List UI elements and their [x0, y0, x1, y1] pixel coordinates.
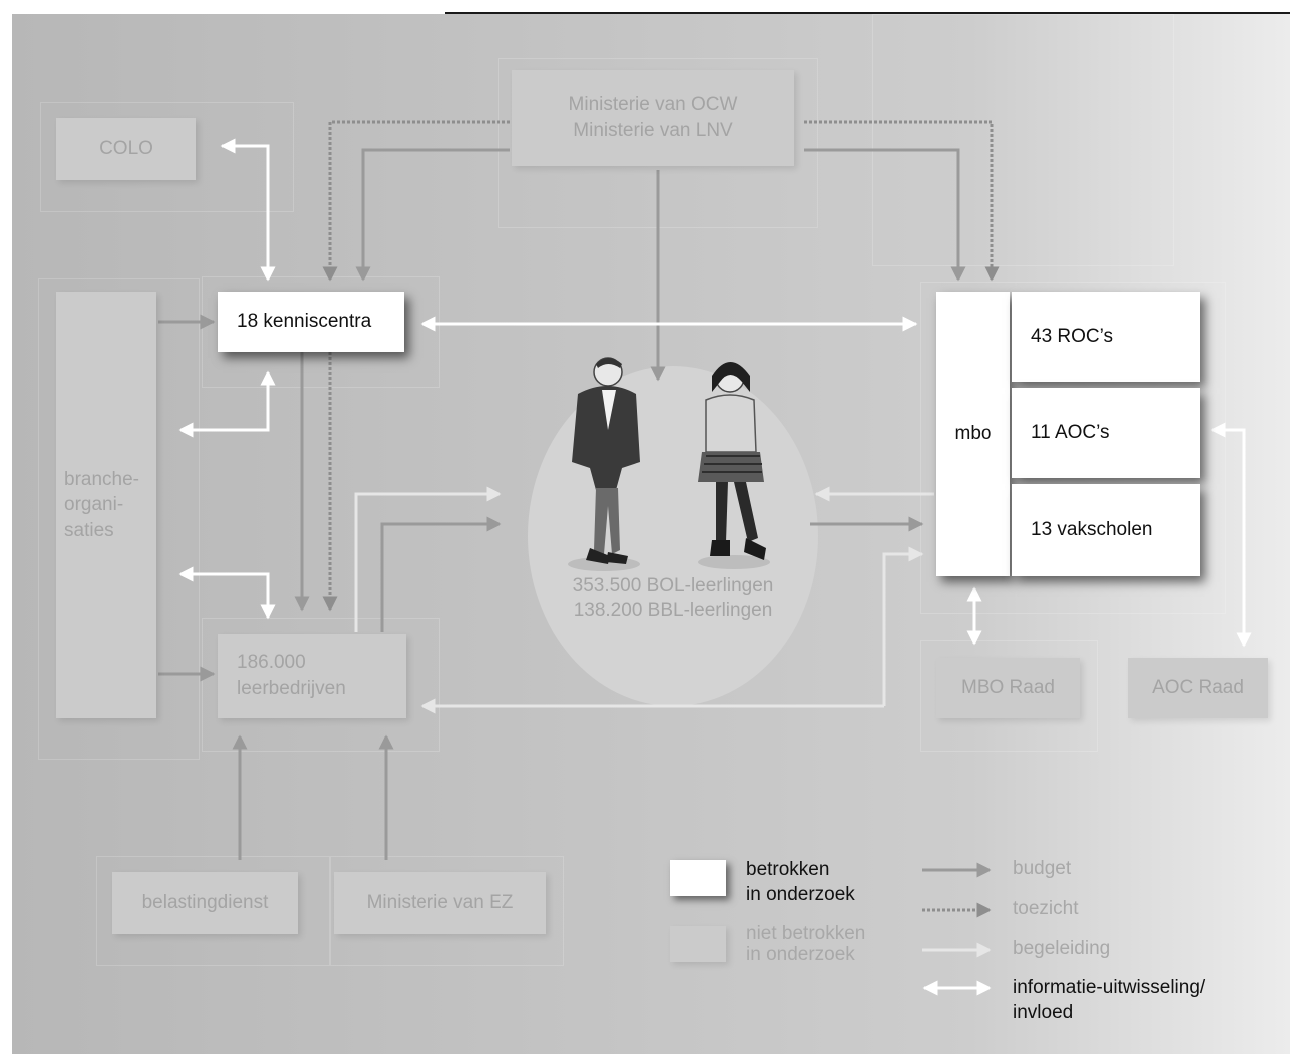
student-figure-female — [698, 362, 770, 569]
student-figure-male — [568, 357, 640, 571]
arrow-beg-lb-students — [354, 486, 502, 632]
legend-label-involved: betrokken in onderzoek — [746, 858, 855, 907]
node-vakscholen: 13 vakscholen — [1012, 484, 1200, 576]
ghost-frame — [96, 856, 330, 966]
arrow-toezicht-ministry-kc — [322, 120, 510, 282]
node-roc-label: 43 ROC’s — [1031, 326, 1114, 348]
node-ministerie-ez-label: Ministerie van EZ — [366, 892, 514, 914]
node-leerbedrijven-count: 186.000 — [237, 652, 306, 674]
legend-not-involved-line-2: in onderzoek — [746, 943, 855, 965]
diagram-canvas: COLO Ministerie van OCW Ministerie van L… — [12, 14, 1290, 1054]
legend-label-not-involved: niet betrokken in onderzoek — [746, 923, 866, 966]
node-ministerie-ez: Ministerie van EZ — [334, 872, 546, 934]
node-aoc: 11 AOC’s — [1012, 388, 1200, 478]
arrow-info-branche-kc — [178, 370, 276, 438]
node-mbo-raad-label: MBO Raad — [961, 677, 1055, 699]
legend-label-info: informatie-uitwisseling/ invloed — [1013, 976, 1205, 1025]
arrow-info-colo-kc — [220, 138, 276, 282]
node-aoc-raad: AOC Raad — [1128, 658, 1268, 718]
ghost-frame — [330, 856, 564, 966]
node-mbo-raad: MBO Raad — [936, 658, 1080, 718]
arrow-toezicht-ministry-mbo — [804, 120, 1000, 282]
node-leerbedrijven: 186.000 leerbedrijven — [218, 634, 406, 718]
legend-swatch-not-involved — [670, 926, 726, 962]
legend-swatch-involved — [670, 860, 726, 896]
node-mbo: mbo — [936, 292, 1010, 576]
node-vakscholen-label: 13 vakscholen — [1031, 519, 1153, 541]
node-branche-label-3: saties — [64, 519, 114, 541]
node-kenniscentra-label: 18 kenniscentra — [237, 311, 372, 333]
node-mbo-label: mbo — [954, 423, 992, 445]
legend-label-toezicht: toezicht — [1013, 898, 1079, 919]
legend-info-line-2: invloed — [1013, 1001, 1074, 1023]
node-belastingdienst-label: belastingdienst — [141, 892, 269, 914]
ghost-frame — [872, 14, 1174, 266]
ghost-frame — [920, 640, 1098, 752]
students-counts: 353.500 BOL-leerlingen 138.200 BBL-leerl… — [532, 574, 814, 623]
legend-not-involved-line-1: niet betrokken — [746, 923, 866, 944]
ghost-frame — [202, 618, 440, 752]
legend-involved-line-2: in onderzoek — [746, 883, 855, 905]
node-belastingdienst: belastingdienst — [112, 872, 298, 934]
students-bol-count: 353.500 BOL-leerlingen — [572, 575, 774, 596]
node-branche-label-1: branche- — [64, 468, 139, 490]
arrows-layer — [158, 120, 1252, 996]
node-colo-label: COLO — [99, 138, 153, 160]
legend-involved-line-1: betrokken — [746, 859, 830, 880]
legend-label-budget: budget — [1013, 858, 1072, 879]
node-leerbedrijven-label: leerbedrijven — [237, 678, 346, 699]
node-aoc-raad-label: AOC Raad — [1152, 677, 1244, 699]
legend-info-line-1: informatie-uitwisseling/ — [1013, 977, 1206, 998]
arrow-beg-mbo — [882, 546, 924, 706]
arrow-info-mbo-aocraad — [1210, 422, 1252, 648]
arrow-budget-ministry-kc — [355, 148, 510, 282]
ghost-frame — [202, 276, 440, 388]
node-kenniscentra: 18 kenniscentra — [218, 292, 404, 352]
node-branche-label-2: organi- — [64, 494, 124, 516]
node-ministries-ocw-lnv: Ministerie van OCW Ministerie van LNV — [512, 70, 794, 166]
ghost-frame — [40, 102, 294, 212]
legend-label-begeleiding: begeleiding — [1013, 938, 1111, 959]
node-roc: 43 ROC’s — [1012, 292, 1200, 382]
ghost-frame — [38, 278, 200, 760]
arrow-info-branche-lb — [178, 566, 276, 620]
node-colo: COLO — [56, 118, 196, 180]
node-branche-organisaties: branche- organi- saties — [56, 292, 156, 718]
node-aoc-label: 11 AOC’s — [1031, 422, 1110, 444]
arrow-budget-ministry-mbo — [804, 148, 966, 282]
node-ministry-lnv-label: Ministerie van LNV — [573, 120, 733, 141]
arrow-budget-lb-students — [380, 516, 502, 632]
node-ministry-ocw-label: Ministerie van OCW — [568, 94, 738, 116]
top-rule — [445, 12, 1290, 14]
students-bbl-count: 138.200 BBL-leerlingen — [573, 599, 773, 621]
